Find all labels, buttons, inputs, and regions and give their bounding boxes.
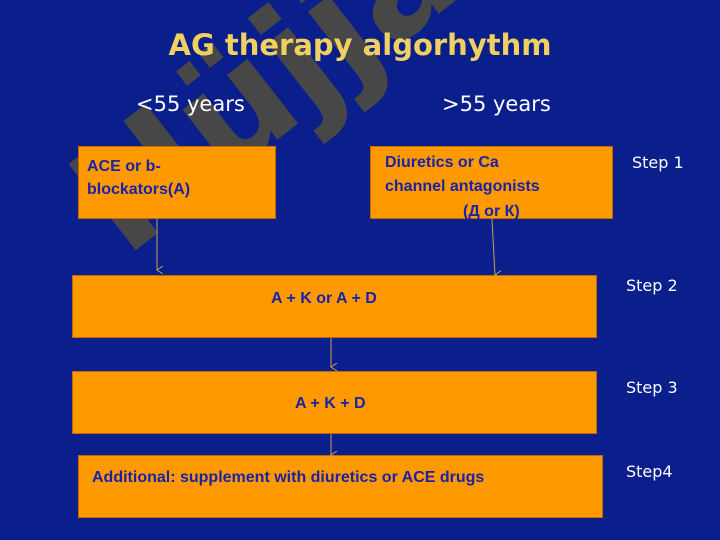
box-step2-label: A + K or A + D	[271, 290, 377, 307]
box-step3-label: A + K + D	[295, 395, 366, 412]
arrow-right-to-step2	[491, 218, 495, 275]
box-diuretics-line2: channel antagonists	[385, 178, 540, 195]
box-ace-or-b-blockators: ACE or b-blockators(A)	[78, 146, 276, 219]
step-label-4: Step4	[626, 462, 673, 481]
group-label-over-55: >55 years	[442, 92, 551, 116]
box-diuretics-line3: (Д or К)	[463, 203, 520, 220]
box-step2: A + K or A + D	[72, 275, 597, 338]
step-label-2: Step 2	[626, 276, 678, 295]
group-label-under-55: <55 years	[136, 92, 245, 116]
step-label-1: Step 1	[632, 153, 684, 172]
box-diuretics-or-ca: Diuretics or Ca channel antagonists (Д o…	[370, 146, 613, 220]
box-step3: A + K + D	[72, 371, 597, 434]
box-diuretics-line1: Diuretics or Ca	[385, 154, 499, 171]
step-label-3: Step 3	[626, 378, 678, 397]
box-ace-label: ACE or b-blockators(A)	[87, 158, 191, 198]
box-step4-label: Additional: supplement with diuretics or…	[92, 469, 485, 486]
box-step4: Additional: supplement with diuretics or…	[78, 455, 603, 518]
slide-title: AG therapy algorhythm	[168, 28, 552, 62]
